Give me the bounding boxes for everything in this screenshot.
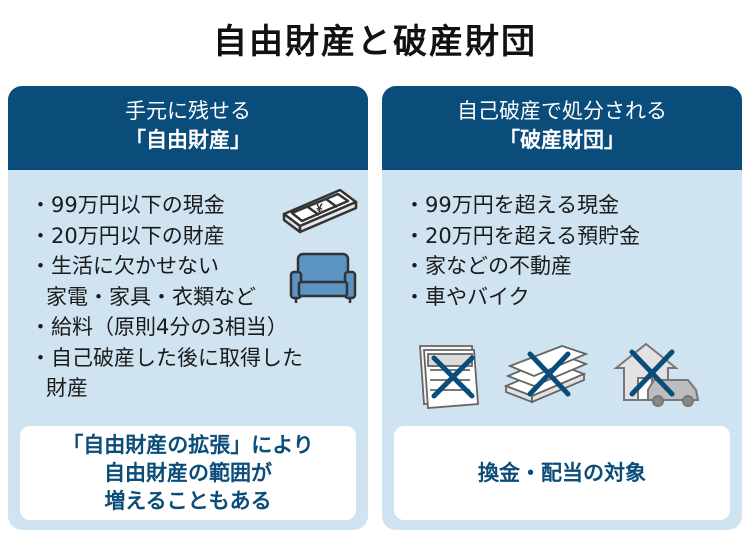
free-property-panel: 手元に残せる 「自由財産」 ・99万円以下の現金 ・20万円以下の財産 ・生活に… [8, 86, 368, 530]
bankruptcy-estate-panel: 自己破産で処分される 「破産財団」 ・99万円を超える現金 ・20万円を超える預… [382, 86, 742, 530]
svg-text:¥: ¥ [316, 201, 323, 215]
note-line: 「自由財産の拡張」により [62, 433, 314, 457]
note-line: 増えることもある [104, 489, 272, 513]
note-line: 換金・配当の対象 [478, 461, 646, 485]
list-item: ・20万円を超える預貯金 [404, 223, 641, 248]
list-item: ・自己破産した後に取得した [30, 345, 303, 370]
list-item: ・99万円以下の現金 [30, 193, 225, 217]
bankruptcy-estate-subtitle: 自己破産で処分される [457, 99, 667, 123]
bankbook-crossed-icon [419, 345, 479, 409]
bankruptcy-estate-list: ・99万円を超える現金 ・20万円を超える預貯金 ・家などの不動産 ・車やバイク [404, 190, 640, 312]
list-item: ・生活に欠かせない [30, 254, 219, 278]
house-car-crossed-icon [613, 342, 700, 407]
cash-bundle-icon: ¥ [282, 188, 358, 234]
free-property-subtitle: 手元に残せる [125, 99, 251, 123]
bankruptcy-estate-header: 自己破産で処分される 「破産財団」 [382, 86, 742, 170]
page-title: 自由財産と破産財団 [213, 22, 537, 62]
free-property-note: 「自由財産の拡張」により 自由財産の範囲が 増えることもある [20, 426, 356, 520]
list-item: ・車やバイク [404, 284, 530, 309]
bankruptcy-estate-note: 換金・配当の対象 [394, 426, 730, 520]
list-item: 財産 [46, 376, 88, 400]
note-line: 自由財産の範囲が [104, 461, 272, 485]
free-property-header: 手元に残せる 「自由財産」 [8, 86, 368, 170]
list-item: ・20万円以下の財産 [30, 223, 225, 248]
list-item: ・99万円を超える現金 [404, 193, 620, 217]
cash-bundles-crossed-icon [503, 345, 589, 404]
sofa-icon [289, 252, 357, 303]
list-item: ・家などの不動産 [404, 254, 572, 278]
free-property-list: ・99万円以下の現金 ・20万円以下の財産 ・生活に欠かせない 家電・家具・衣類… [30, 190, 303, 404]
free-property-heading: 「自由財産」 [125, 128, 251, 152]
bankruptcy-estate-heading: 「破産財団」 [499, 128, 625, 152]
list-item: 家電・家具・衣類など [46, 284, 256, 309]
list-item: ・給料（原則4分の3相当） [30, 315, 288, 339]
